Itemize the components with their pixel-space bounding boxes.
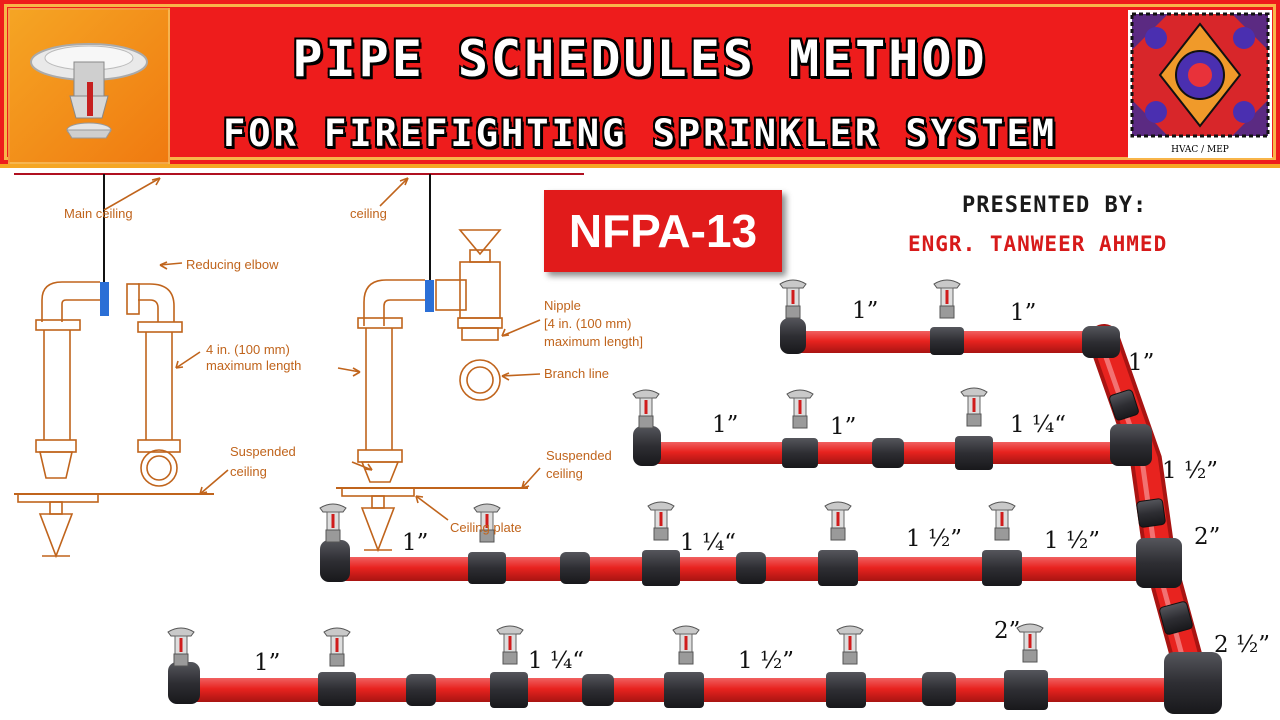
nfpa-13-label: NFPA-13 bbox=[544, 190, 782, 272]
nipple-label-line3: maximum length] bbox=[544, 334, 643, 349]
right-drop-diagram bbox=[336, 174, 541, 553]
pipe-size-r2-2: 1” bbox=[830, 414, 857, 440]
presenter-name: ENGR. TANWEER AHMED bbox=[908, 232, 1168, 256]
riser-size-1: 1” bbox=[1128, 350, 1155, 376]
pipe-size-r1-1: 1” bbox=[852, 298, 879, 324]
suspended-ceiling-label-line1: Suspended bbox=[230, 444, 296, 459]
ceiling-label: ceiling bbox=[350, 206, 387, 221]
pipe-size-r3-3: 1 ½” bbox=[906, 526, 962, 552]
max-length-label-line1: 4 in. (100 mm) bbox=[206, 342, 290, 357]
pipe-size-r3-4: 1 ½” bbox=[1044, 528, 1100, 554]
suspended-ceiling-right-line2: ceiling bbox=[546, 466, 583, 481]
banner-border bbox=[4, 4, 1276, 160]
pipe-size-r2-3: 1 ¼“ bbox=[1010, 412, 1066, 438]
riser-size-2: 1 ½” bbox=[1162, 458, 1218, 484]
sprinkler-logo bbox=[8, 8, 170, 164]
title-line-2: FOR FIREFIGHTING SPRINKLER SYSTEM bbox=[222, 112, 1058, 155]
main-ceiling-label: Main ceiling bbox=[64, 206, 133, 221]
branch-line-label: Branch line bbox=[544, 366, 610, 381]
title-line-1: PIPE SCHEDULES METHOD bbox=[292, 30, 988, 88]
pipe-size-r4-2: 1 ¼“ bbox=[528, 648, 584, 674]
left-drop-diagram bbox=[14, 173, 584, 559]
pipe-size-r4-4: 2” bbox=[994, 618, 1021, 644]
pipe-size-r3-1: 1” bbox=[402, 530, 429, 556]
ceiling-plate-label: Ceiling plate bbox=[450, 520, 522, 535]
max-length-label-line2: maximum length bbox=[206, 358, 302, 373]
pipe-size-r3-2: 1 ¼“ bbox=[680, 530, 736, 556]
pattern-logo-icon bbox=[1130, 12, 1270, 138]
nipple-label-line2: [4 in. (100 mm) bbox=[544, 316, 632, 331]
sprinkler-pipe-network bbox=[167, 279, 1222, 714]
title-banner bbox=[0, 0, 1280, 168]
sprinkler-head-icon bbox=[30, 43, 148, 139]
nipple-label-line1: Nipple bbox=[544, 298, 581, 313]
reducing-elbow-label: Reducing elbow bbox=[186, 257, 279, 272]
presented-by-label: PRESENTED BY: bbox=[962, 193, 1148, 218]
hvac-mep-badge: HVAC / MEP bbox=[1128, 10, 1272, 158]
suspended-ceiling-right-line1: Suspended bbox=[546, 448, 612, 463]
riser-size-4: 2 ½” bbox=[1214, 632, 1270, 658]
pipe-size-r1-2: 1” bbox=[1010, 300, 1037, 326]
pipe-size-r4-1: 1” bbox=[254, 650, 281, 676]
suspended-ceiling-label-line2: ceiling bbox=[230, 464, 267, 479]
badge-caption: HVAC / MEP bbox=[1171, 145, 1229, 155]
pipe-size-r4-3: 1 ½” bbox=[738, 648, 794, 674]
pipe-size-r2-1: 1” bbox=[712, 412, 739, 438]
riser-size-3: 2” bbox=[1194, 524, 1221, 550]
